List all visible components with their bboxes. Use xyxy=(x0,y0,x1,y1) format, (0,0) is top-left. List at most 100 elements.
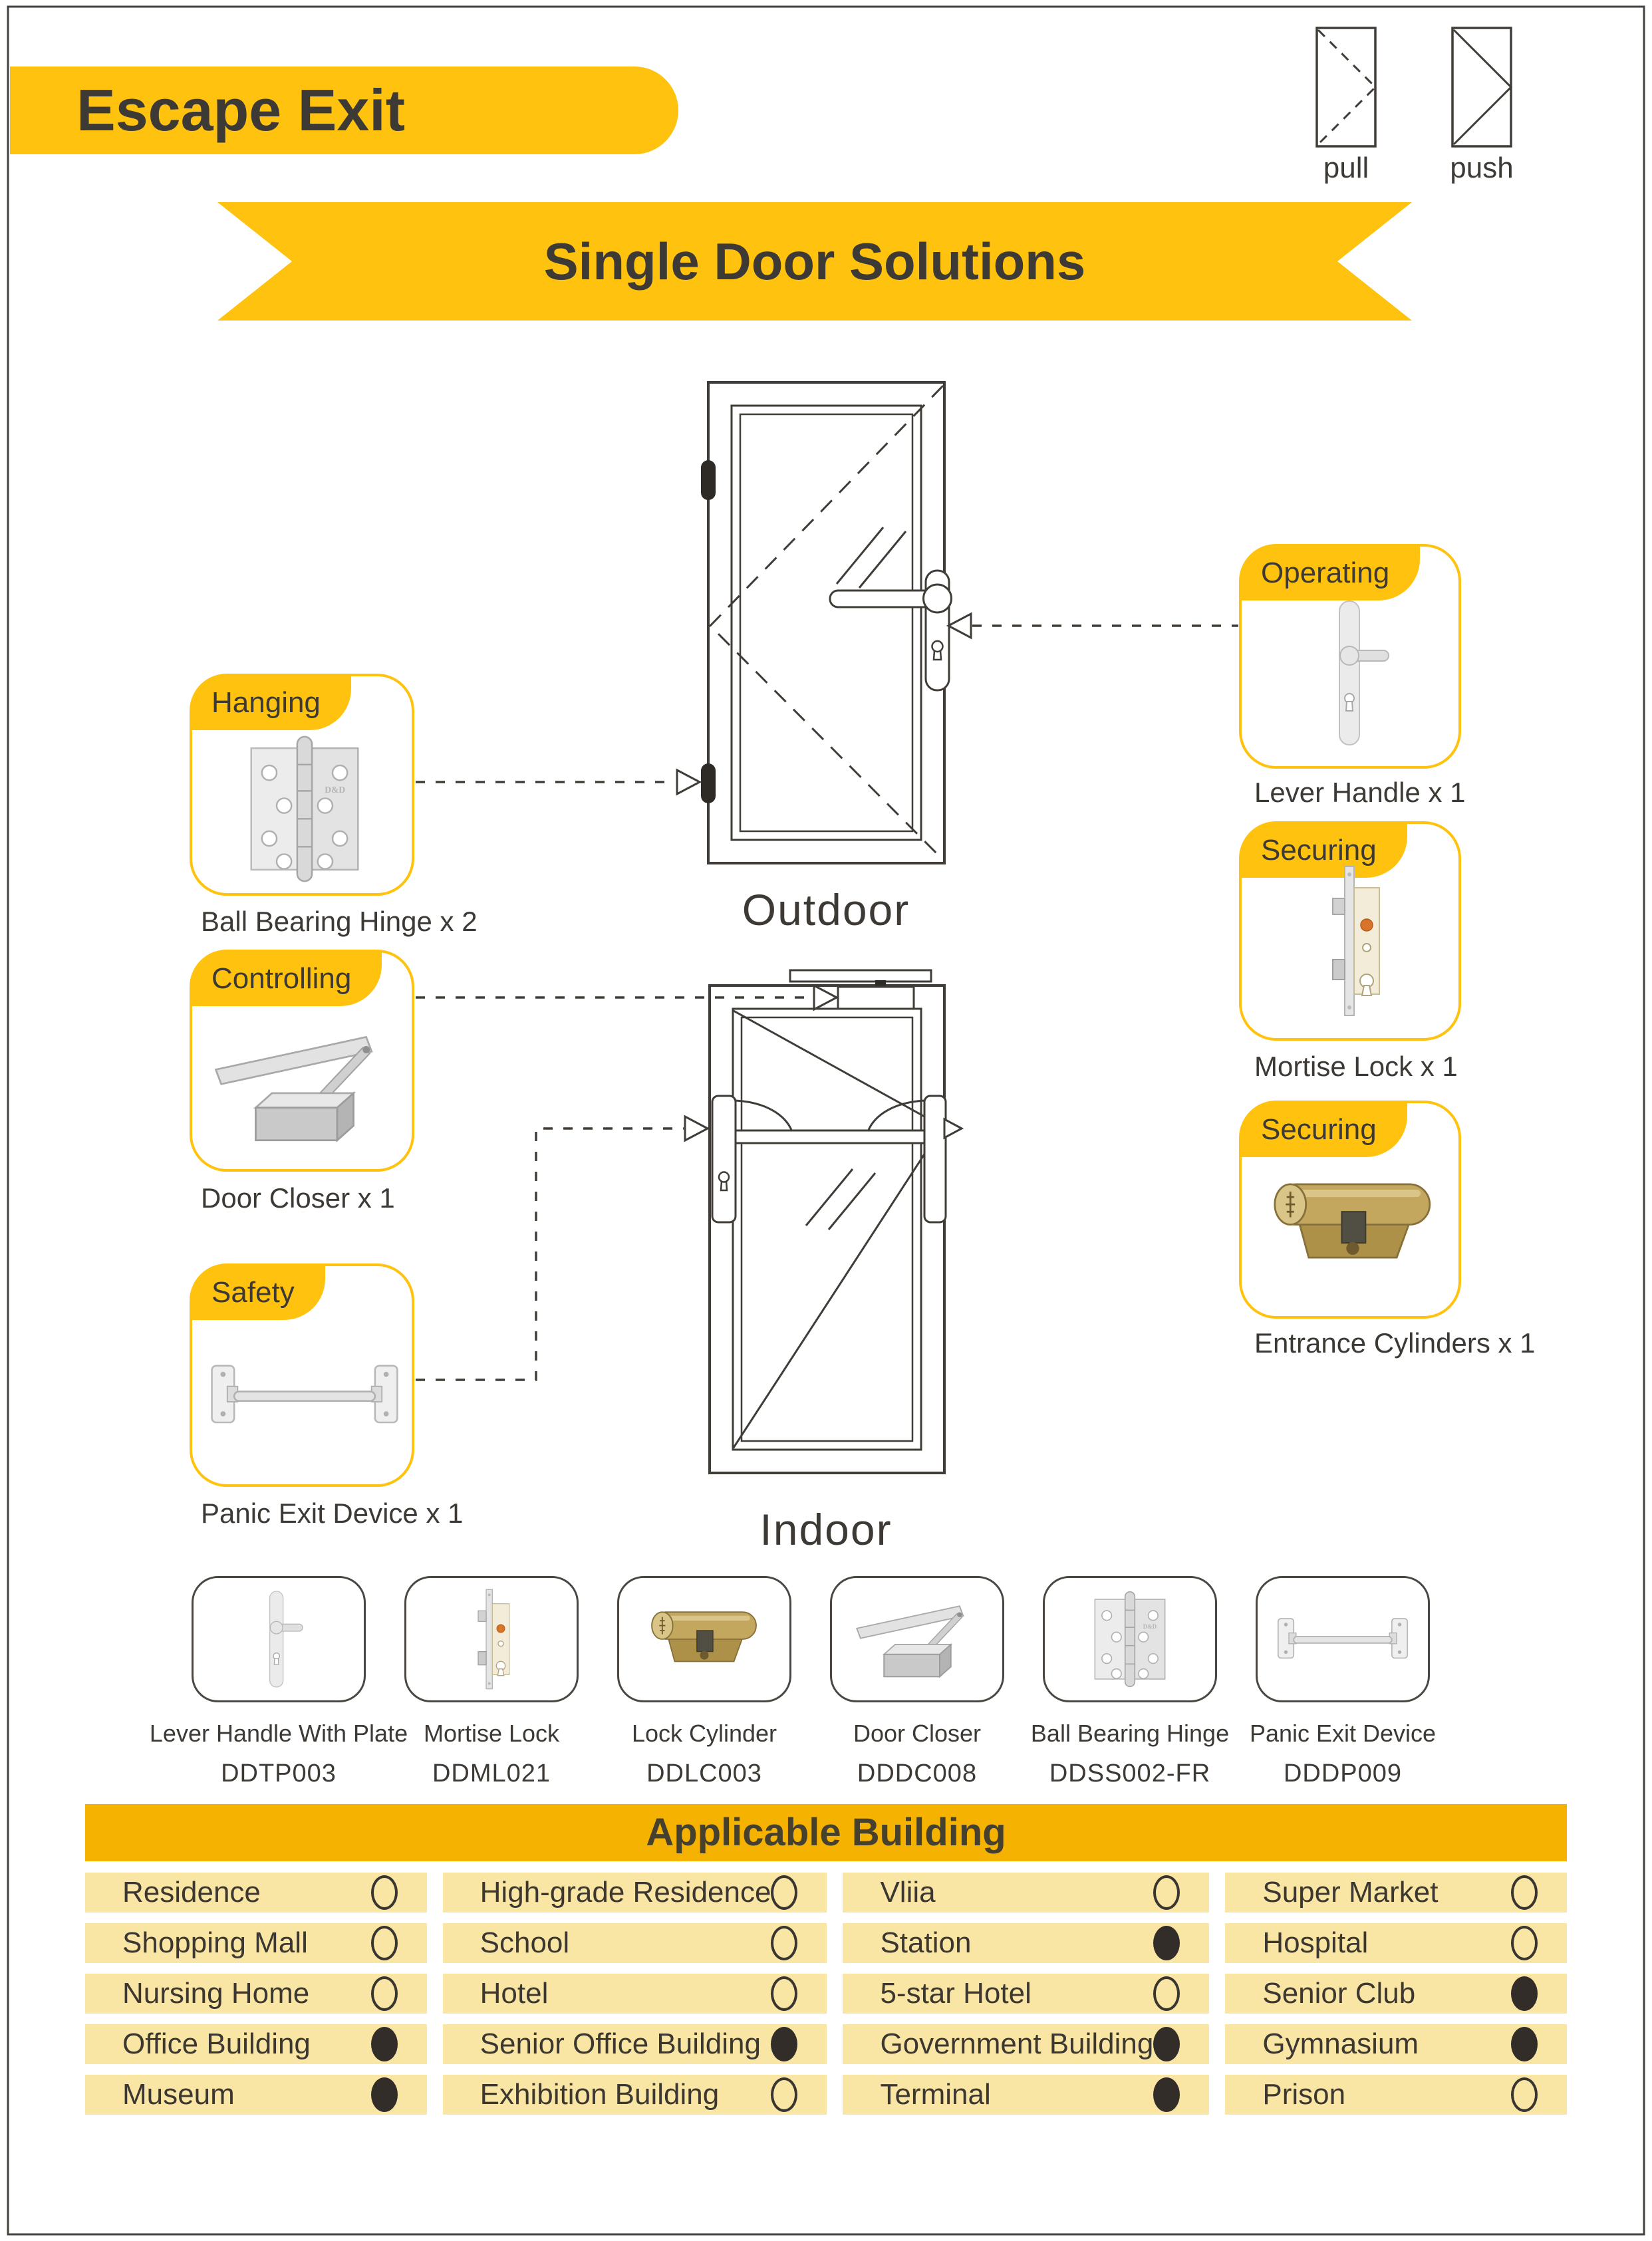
callout-safety: Safety xyxy=(190,1263,414,1487)
building-cell: Hotel xyxy=(442,1974,827,2014)
callout-securing-cylinder: Securing xyxy=(1239,1101,1461,1319)
panic-device-image xyxy=(202,1349,408,1443)
selected-circle xyxy=(370,2027,398,2061)
products-strip: Lever Handle With Plate DDTP003 Mortise … xyxy=(150,1576,1436,1788)
unselected-circle xyxy=(370,1976,398,2011)
unselected-circle xyxy=(771,1875,798,1910)
building-label: Government Building xyxy=(880,2028,1154,2060)
door-closer-icon xyxy=(849,1590,986,1689)
unselected-circle xyxy=(370,1926,398,1960)
product-card: Lever Handle With Plate DDTP003 xyxy=(150,1576,408,1788)
connector-arrowheads xyxy=(676,612,972,1142)
applicable-building-header: Applicable Building xyxy=(85,1804,1567,1861)
building-label: Nursing Home xyxy=(122,1977,310,2010)
callout-caption: Lever Handle x 1 xyxy=(1254,777,1466,808)
selected-circle xyxy=(1511,2027,1538,2061)
escape-exit-banner: Escape Exit xyxy=(10,66,678,154)
building-label: Senior Club xyxy=(1262,1977,1416,2010)
callout-caption: Mortise Lock x 1 xyxy=(1254,1051,1458,1082)
callout-tag: Hanging xyxy=(192,676,351,730)
building-label: Office Building xyxy=(122,2028,311,2060)
cylinder-image xyxy=(1261,1160,1445,1289)
door-closer-drawing xyxy=(789,969,932,1010)
product-code: DDTP003 xyxy=(221,1760,337,1787)
section-ribbon: Single Door Solutions xyxy=(217,202,1412,321)
selected-circle xyxy=(771,2027,798,2061)
callout-caption: Entrance Cylinders x 1 xyxy=(1254,1327,1536,1359)
building-label: Prison xyxy=(1262,2078,1346,2111)
building-cell: Gymnasium xyxy=(1225,2024,1567,2064)
building-cell: School xyxy=(442,1923,827,1963)
building-label: Super Market xyxy=(1262,1876,1439,1909)
building-cell: High-grade Residence xyxy=(442,1873,827,1912)
mortise-lock-image xyxy=(1313,861,1393,1021)
outdoor-door-diagram xyxy=(701,381,952,864)
hinge-marker-bottom xyxy=(701,763,716,803)
building-label: Terminal xyxy=(880,2078,991,2111)
callout-tag: Operating xyxy=(1241,546,1421,600)
building-label: Vliia xyxy=(880,1876,936,1909)
product-card: Door Closer DDDC008 xyxy=(830,1576,1004,1788)
building-cell: Nursing Home xyxy=(85,1974,427,2014)
callout-caption: Ball Bearing Hinge x 2 xyxy=(201,906,478,937)
product-code: DDML021 xyxy=(432,1760,551,1787)
push-icon xyxy=(1451,27,1513,148)
building-label: 5-star Hotel xyxy=(880,1977,1032,2010)
building-label: Exhibition Building xyxy=(480,2078,720,2111)
page-title: Escape Exit xyxy=(76,77,406,143)
building-cell: Senior Office Building xyxy=(442,2024,827,2064)
product-image-box xyxy=(830,1576,1004,1702)
building-cell: Vliia xyxy=(843,1873,1210,1912)
building-label: Senior Office Building xyxy=(480,2028,761,2060)
product-image-box xyxy=(617,1576,791,1702)
building-cell: Museum xyxy=(85,2075,427,2115)
building-label: School xyxy=(480,1926,570,1959)
selected-circle xyxy=(1153,2077,1180,2112)
unselected-circle xyxy=(771,1976,798,2011)
lock-cylinder-icon xyxy=(642,1596,766,1682)
door-closer-image xyxy=(205,1013,404,1158)
selected-circle xyxy=(1153,1926,1180,1960)
product-image-box xyxy=(192,1576,366,1702)
outdoor-label: Outdoor xyxy=(742,885,910,934)
panic-bar-drawing xyxy=(711,1095,947,1224)
panic-exit-device-icon xyxy=(1271,1607,1415,1672)
callout-connectors xyxy=(416,624,1238,1381)
unselected-circle xyxy=(370,1875,398,1910)
product-code: DDLC003 xyxy=(646,1760,762,1787)
selected-circle xyxy=(1153,2027,1180,2061)
building-cell: Terminal xyxy=(843,2075,1210,2115)
building-label: Hotel xyxy=(480,1977,549,2010)
building-cell: Senior Club xyxy=(1225,1974,1567,2014)
unselected-circle xyxy=(771,1926,798,1960)
building-label: Shopping Mall xyxy=(122,1926,308,1959)
callout-caption: Panic Exit Device x 1 xyxy=(201,1498,464,1529)
selected-circle xyxy=(1511,1976,1538,2011)
product-name: Ball Bearing Hinge xyxy=(1030,1720,1230,1747)
product-code: DDDC008 xyxy=(857,1760,978,1787)
product-name: Lever Handle With Plate xyxy=(149,1720,408,1747)
building-cell: Office Building xyxy=(85,2024,427,2064)
product-name: Lock Cylinder xyxy=(631,1720,777,1747)
arrow-to-closer-icon xyxy=(813,984,839,1011)
lever-handle-icon xyxy=(252,1586,305,1692)
hinge-marker-top xyxy=(701,460,716,500)
building-cell: 5-star Hotel xyxy=(843,1974,1210,2014)
unselected-circle xyxy=(1511,1926,1538,1960)
building-cell: Government Building xyxy=(843,2024,1210,2064)
ball-bearing-hinge-icon xyxy=(1084,1585,1176,1693)
building-cell: Residence xyxy=(85,1873,427,1912)
pull-label: pull xyxy=(1323,152,1369,184)
building-cell: Exhibition Building xyxy=(442,2075,827,2115)
product-card: Panic Exit Device DDDP009 xyxy=(1250,1576,1436,1788)
product-image-box xyxy=(1043,1576,1217,1702)
building-cell: Prison xyxy=(1225,2075,1567,2115)
callout-tag: Safety xyxy=(192,1265,325,1320)
callout-securing-lock: Securing xyxy=(1239,821,1461,1041)
building-cell: Super Market xyxy=(1225,1873,1567,1912)
product-name: Door Closer xyxy=(853,1720,982,1747)
building-cell: Hospital xyxy=(1225,1923,1567,1963)
page-border xyxy=(7,5,1645,2236)
product-card: Ball Bearing Hinge DDSS002-FR xyxy=(1031,1576,1229,1788)
